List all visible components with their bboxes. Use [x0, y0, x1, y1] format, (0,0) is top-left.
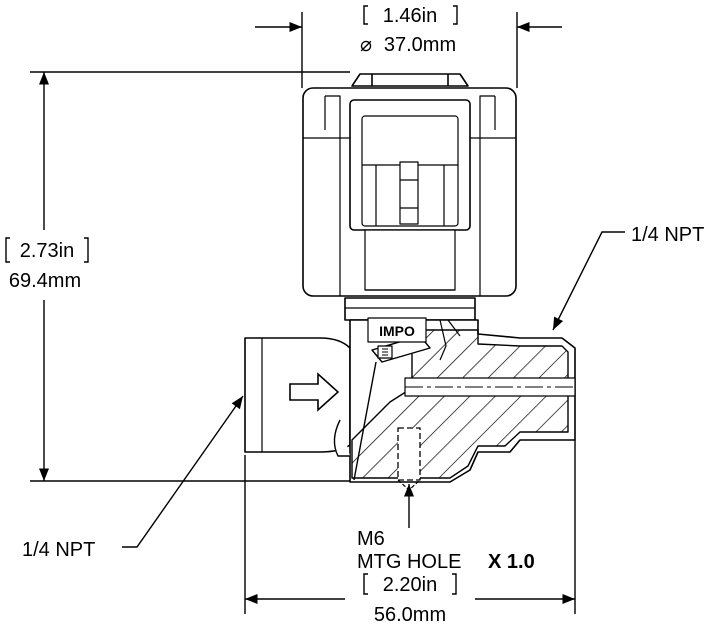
mount-hole-callout: MTG HOLE — [357, 551, 461, 573]
top-dimension — [255, 5, 562, 88]
mount-qty-callout: X 1.0 — [488, 551, 535, 573]
bottom-bracket-right — [452, 573, 457, 595]
port-right-callout: 1/4 NPT — [631, 224, 704, 246]
bottom-dimension — [244, 440, 576, 614]
height-in: 2.73in — [20, 240, 75, 262]
mount-size-callout: M6 — [357, 528, 385, 550]
top-width-mm: 37.0mm — [384, 34, 456, 56]
port-left-callout: 1/4 NPT — [22, 539, 95, 561]
neck — [344, 297, 476, 321]
marking-plate — [367, 317, 427, 343]
leader-port-left — [122, 395, 244, 548]
bottom-width-mm: 56.0mm — [374, 604, 446, 626]
callout-leaders — [122, 231, 625, 548]
leader-port-right — [552, 231, 625, 331]
top-bracket-left — [363, 5, 368, 25]
top-bracket-right — [453, 5, 458, 25]
height-dimension — [5, 71, 350, 482]
top-width-in: 1.46in — [383, 5, 438, 27]
hex-nut — [351, 73, 469, 87]
bottom-bracket-left — [363, 573, 368, 595]
terminal-pin — [399, 161, 419, 225]
height-mm: 69.4mm — [9, 270, 81, 292]
height-bracket-left — [5, 237, 10, 263]
height-bracket-right — [84, 237, 89, 263]
mounting-hole — [397, 427, 421, 481]
valve-body — [244, 73, 576, 491]
diameter-symbol: ⌀ — [360, 34, 372, 56]
bottom-width-in: 2.20in — [383, 574, 438, 596]
body-marking: IMPO — [379, 323, 415, 339]
flow-arrow-icon — [289, 372, 340, 412]
